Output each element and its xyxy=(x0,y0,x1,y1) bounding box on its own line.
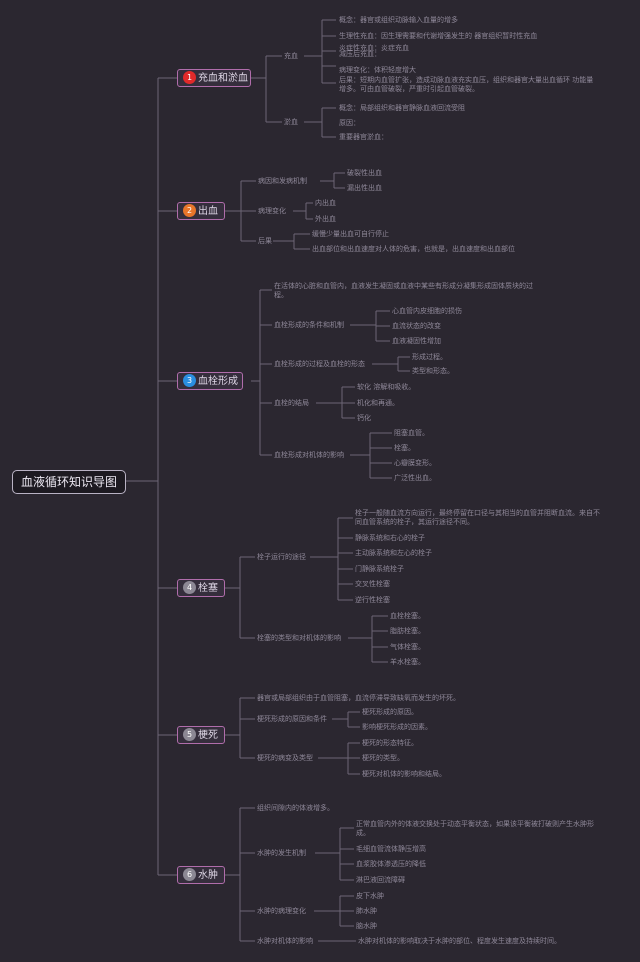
c3-process-item-2: 类型和形态。 xyxy=(412,367,454,375)
category-label-4: 栓塞 xyxy=(198,583,218,594)
category-label-3: 血栓形成 xyxy=(198,376,238,387)
number-badge-1: 1 xyxy=(183,70,196,84)
root-connectors xyxy=(124,77,177,876)
c6-branch-pathology[interactable]: 水肿的病理变化 xyxy=(257,907,306,915)
c5-lesions-item-1: 梗死的形态特征。 xyxy=(362,739,418,747)
c4-branch-types[interactable]: 栓塞的类型和对机体的影响 xyxy=(257,634,341,642)
c6-pathology-item-1: 皮下水肿 xyxy=(356,892,384,900)
c2-branch-consequence[interactable]: 后果 xyxy=(258,237,272,245)
c5-causes-item-1: 梗死形成的原因。 xyxy=(362,708,418,716)
c3-outcome-item-1: 软化 溶解和吸收。 xyxy=(357,383,416,391)
c2-consequence-item-1: 缓慢少量出血可自行停止 xyxy=(312,230,389,238)
c2-consequence-item-2: 出血部位和出血速度对人体的危害，也就是，出血速度和出血部位 xyxy=(312,245,515,253)
c5-causes-item-2: 影响梗死形成的因素。 xyxy=(362,723,432,731)
category-label-6: 水肿 xyxy=(198,870,218,881)
number-badge-5: 5 xyxy=(183,727,196,741)
c3-branch-process[interactable]: 血栓形成的过程及血栓的形态 xyxy=(274,360,365,368)
c3-effects-item-1: 阻塞血管。 xyxy=(394,429,429,437)
c4-route-item-3: 主动脉系统和左心的栓子 xyxy=(355,549,432,557)
c1-branch-congestion[interactable]: 淤血 xyxy=(284,118,298,126)
c3-branch-conditions[interactable]: 血栓形成的条件和机制 xyxy=(274,321,344,329)
cat2-connectors xyxy=(225,172,345,250)
c6-pathology-item-2: 肺水肿 xyxy=(356,907,377,915)
category-label-2: 出血 xyxy=(198,206,218,217)
c2-pathology-item-1: 内出血 xyxy=(315,199,336,207)
c4-types-item-4: 羊水栓塞。 xyxy=(390,658,425,666)
c3-effects-item-3: 心瓣膜变形。 xyxy=(394,459,436,467)
c5-branch-lesions[interactable]: 梗死的病变及类型 xyxy=(257,754,313,762)
cat1-connectors xyxy=(251,19,336,138)
c5-lesions-item-3: 梗死对机体的影响和结局。 xyxy=(362,770,446,778)
c1-hyperemia-item-1: 概念：器官或组织动脉输入血量的增多 xyxy=(339,16,458,24)
c3-outcome-item-3: 钙化 xyxy=(357,414,371,422)
c4-types-item-2: 脂肪栓塞。 xyxy=(390,627,425,635)
c1-branch-hyperemia[interactable]: 充血 xyxy=(284,52,298,60)
c6-mechanism-item-4: 淋巴液回流障碍 xyxy=(356,876,405,884)
c2-branch-pathology[interactable]: 病理变化 xyxy=(258,207,286,215)
c4-branch-route[interactable]: 栓子运行的途径 xyxy=(257,553,306,561)
c6-branch-effects[interactable]: 水肿对机体的影响 xyxy=(257,937,313,945)
c3-branch-effects[interactable]: 血栓形成对机体的影响 xyxy=(274,451,344,459)
root-node[interactable]: 血液循环知识导图 xyxy=(12,470,126,494)
c4-types-item-1: 血栓栓塞。 xyxy=(390,612,425,620)
cat6-connectors xyxy=(225,807,356,942)
c6-branch-mechanism[interactable]: 水肿的发生机制 xyxy=(257,849,306,857)
c5-lesions-item-2: 梗死的类型。 xyxy=(362,754,404,762)
c6-mechanism-item-1: 正常血管内外的体液交换处于动态平衡状态，如果该平衡被打破则产生水肿形成。 xyxy=(356,820,594,837)
c6-effects-text: 水肿对机体的影响取决于水肿的部位、程度发生速度及持续时间。 xyxy=(358,937,561,945)
c3-effects-item-4: 广泛性出血。 xyxy=(394,474,436,482)
c6-mechanism-item-3: 血浆胶体渗透压的降低 xyxy=(356,860,426,868)
c1-congestion-item-3: 重要器官淤血： xyxy=(339,133,388,141)
c1-hyperemia-item-4: 减压后充血： xyxy=(339,50,381,58)
c5-definition: 器官或局部组织由于血管阻塞，血流停滞导致缺氧而发生的坏死。 xyxy=(257,694,460,702)
number-badge-6: 6 xyxy=(183,867,196,881)
c4-route-item-5: 交叉性栓塞 xyxy=(355,580,390,588)
c2-etiology-item-1: 破裂性出血 xyxy=(347,169,382,177)
c1-hyperemia-item-3: 炎症性充血：炎症充血 xyxy=(339,44,409,52)
c3-branch-outcome[interactable]: 血栓的结局 xyxy=(274,399,309,407)
c4-types-item-3: 气体栓塞。 xyxy=(390,643,425,651)
c2-etiology-item-2: 漏出性出血 xyxy=(347,184,382,192)
c3-process-item-1: 形成过程。 xyxy=(412,353,447,361)
c3-outcome-item-2: 机化和再通。 xyxy=(357,399,399,407)
c4-route-item-2: 静脉系统和右心的栓子 xyxy=(355,534,425,542)
c3-definition: 在活体的心脏和血管内，血液发生凝固或血液中某些有形成分凝集形成固体质块的过程。 xyxy=(274,282,533,299)
cat3-connectors xyxy=(251,289,410,479)
category-label-5: 梗死 xyxy=(198,730,218,741)
c1-hyperemia-item-6: 后果：短期内血管扩张，造成动脉血液充实血压，组织和器官大量出血循环 功能量增多。… xyxy=(339,76,594,93)
c3-conditions-item-2: 血流状态的改变 xyxy=(392,322,441,330)
c5-branch-causes[interactable]: 梗死形成的原因和条件 xyxy=(257,715,327,723)
c1-hyperemia-item-2: 生理性充血：因生理需要和代谢增强发生的 器官组织暂时性充血 xyxy=(339,32,538,40)
c6-definition: 组织间隙内的体液增多。 xyxy=(257,804,334,812)
number-badge-2: 2 xyxy=(183,203,196,217)
c4-route-item-1: 栓子一般随血流方向运行，最终停留在口径与其相当的血管并阻断血流。来自不同血管系统… xyxy=(355,509,600,526)
cat5-connectors xyxy=(225,697,360,775)
c3-effects-item-2: 栓塞。 xyxy=(394,444,415,452)
c4-route-item-6: 逆行性栓塞 xyxy=(355,596,390,604)
number-badge-3: 3 xyxy=(183,373,196,387)
number-badge-4: 4 xyxy=(183,580,196,594)
c1-congestion-item-2: 原因： xyxy=(339,119,360,127)
c1-hyperemia-item-5: 病理变化：体积轻度增大 xyxy=(339,66,416,74)
c4-route-item-4: 门静脉系统栓子 xyxy=(355,565,404,573)
c1-congestion-item-1: 概念：局部组织和器官静脉血液回流受阻 xyxy=(339,104,465,112)
c3-conditions-item-1: 心血管内皮细胞的损伤 xyxy=(392,307,462,315)
c6-pathology-item-3: 脑水肿 xyxy=(356,922,377,930)
c2-pathology-item-2: 外出血 xyxy=(315,215,336,223)
category-label-1: 充血和淤血 xyxy=(198,73,248,84)
c6-mechanism-item-2: 毛细血管流体静压增高 xyxy=(356,845,426,853)
c2-branch-etiology[interactable]: 病因和发病机制 xyxy=(258,177,307,185)
cat4-connectors xyxy=(225,517,388,663)
c3-conditions-item-3: 血液凝固性增加 xyxy=(392,337,441,345)
